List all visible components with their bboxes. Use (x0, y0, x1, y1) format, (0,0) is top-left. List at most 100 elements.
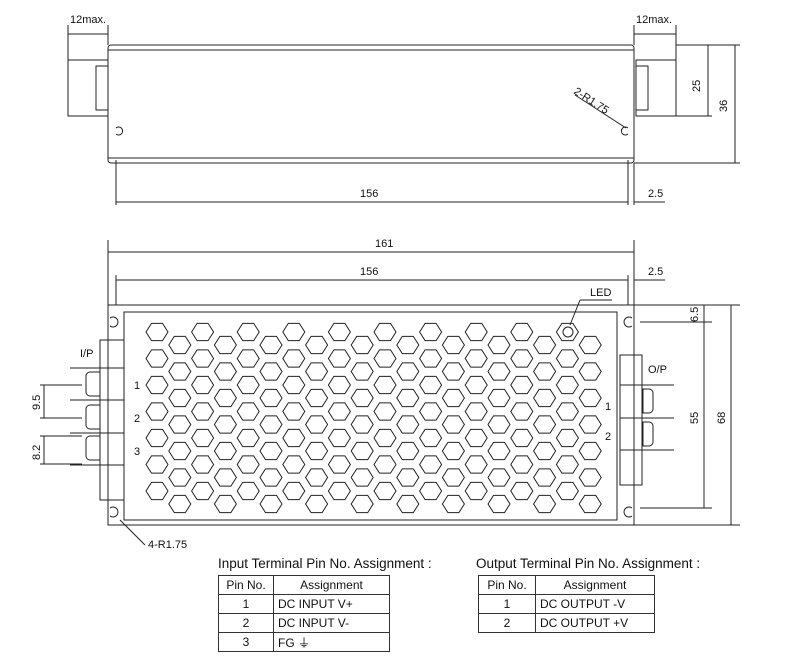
vent-hole (327, 349, 351, 368)
dim-pitch-1: 9.5 (31, 395, 43, 410)
vent-hole (350, 441, 374, 461)
vent-hole (396, 441, 420, 461)
vent-hole (305, 362, 329, 381)
vent-hole (168, 441, 192, 461)
vent-hole (191, 481, 215, 501)
vent-hole (396, 388, 420, 408)
led-label: LED (590, 287, 611, 299)
vent-hole (464, 455, 488, 474)
vent-hole (464, 402, 488, 421)
vent-hole (419, 402, 443, 421)
vent-hole (396, 335, 420, 355)
vent-hole (145, 481, 169, 501)
vent-hole (578, 415, 602, 434)
dim-hole: 2-R1.75 (571, 85, 610, 116)
vent-hole (578, 335, 602, 355)
vent-hole (213, 468, 237, 487)
vent-hole (282, 349, 306, 368)
vent-hole (305, 494, 329, 514)
vent-hole (396, 468, 420, 487)
vent-hole (282, 322, 306, 342)
vent-hole (487, 362, 511, 381)
output-table-title: Output Terminal Pin No. Assignment : (476, 556, 701, 571)
vent-hole (441, 441, 465, 461)
vent-hole (373, 455, 397, 474)
vent-hole (373, 481, 397, 501)
vent-hole (419, 481, 443, 501)
vent-hole (533, 415, 557, 434)
vent-hole (168, 335, 192, 355)
vent-hole (555, 481, 579, 501)
vent-hole (191, 402, 215, 421)
vent-hole (282, 402, 306, 421)
vent-hole (350, 468, 374, 487)
vent-hole (168, 468, 192, 487)
vent-hole (145, 349, 169, 368)
vent-hole (259, 335, 283, 355)
assignment-cell: DC OUTPUT -V (535, 594, 655, 614)
vent-hole (145, 322, 169, 342)
vent-hole (578, 468, 602, 487)
output-pin-1: 1 (605, 401, 611, 413)
vent-hole (327, 322, 351, 342)
vent-hole (305, 441, 329, 461)
vent-hole (419, 349, 443, 368)
dim-height-25: 25 (691, 80, 703, 92)
output-pin-2: 2 (605, 431, 611, 443)
vent-hole (555, 455, 579, 474)
vent-hole (236, 455, 260, 474)
vent-hole (464, 322, 488, 342)
vent-hole (168, 388, 192, 408)
vent-hole (510, 428, 534, 448)
assignment-cell: DC INPUT V- (273, 613, 390, 633)
vent-hole (441, 494, 465, 514)
vent-hole (213, 441, 237, 461)
vent-hole (373, 402, 397, 421)
vent-hole (236, 322, 260, 342)
dim-offset-front: 2.5 (648, 266, 663, 278)
dim-overall: 161 (375, 238, 393, 250)
vent-hole (533, 494, 557, 514)
vent-hole (213, 494, 237, 514)
vent-hole (168, 362, 192, 381)
vent-hole (191, 455, 215, 474)
vent-hole (373, 428, 397, 448)
vent-hole (305, 468, 329, 487)
vent-hole (213, 362, 237, 381)
dim-length-front: 156 (360, 266, 378, 278)
vent-hole (191, 375, 215, 395)
input-table-title: Input Terminal Pin No. Assignment : (218, 556, 432, 571)
vent-hole (510, 349, 534, 368)
pin-cell: 1 (478, 594, 536, 614)
vent-hole (327, 428, 351, 448)
vent-hole (396, 362, 420, 381)
input-pin-1: 1 (134, 380, 140, 392)
vent-hole (555, 428, 579, 448)
vent-hole (464, 349, 488, 368)
vent-hole (305, 415, 329, 434)
input-label: I/P (80, 348, 93, 360)
vent-hole (168, 415, 192, 434)
vent-hole (213, 335, 237, 355)
vent-hole (282, 375, 306, 395)
vent-hole (259, 388, 283, 408)
vent-hole (441, 468, 465, 487)
vent-hole (259, 494, 283, 514)
pin-cell: 1 (218, 594, 274, 614)
vent-hole (533, 362, 557, 381)
vent-hole (578, 362, 602, 381)
vent-hole (350, 362, 374, 381)
vent-hole (487, 441, 511, 461)
vent-hole (213, 415, 237, 434)
header-assignment: Assignment (535, 575, 655, 595)
ventilation-hex-grid (145, 322, 602, 514)
vent-hole (510, 481, 534, 501)
vent-hole (555, 402, 579, 421)
vent-hole (533, 441, 557, 461)
vent-hole (282, 455, 306, 474)
vent-hole (350, 388, 374, 408)
